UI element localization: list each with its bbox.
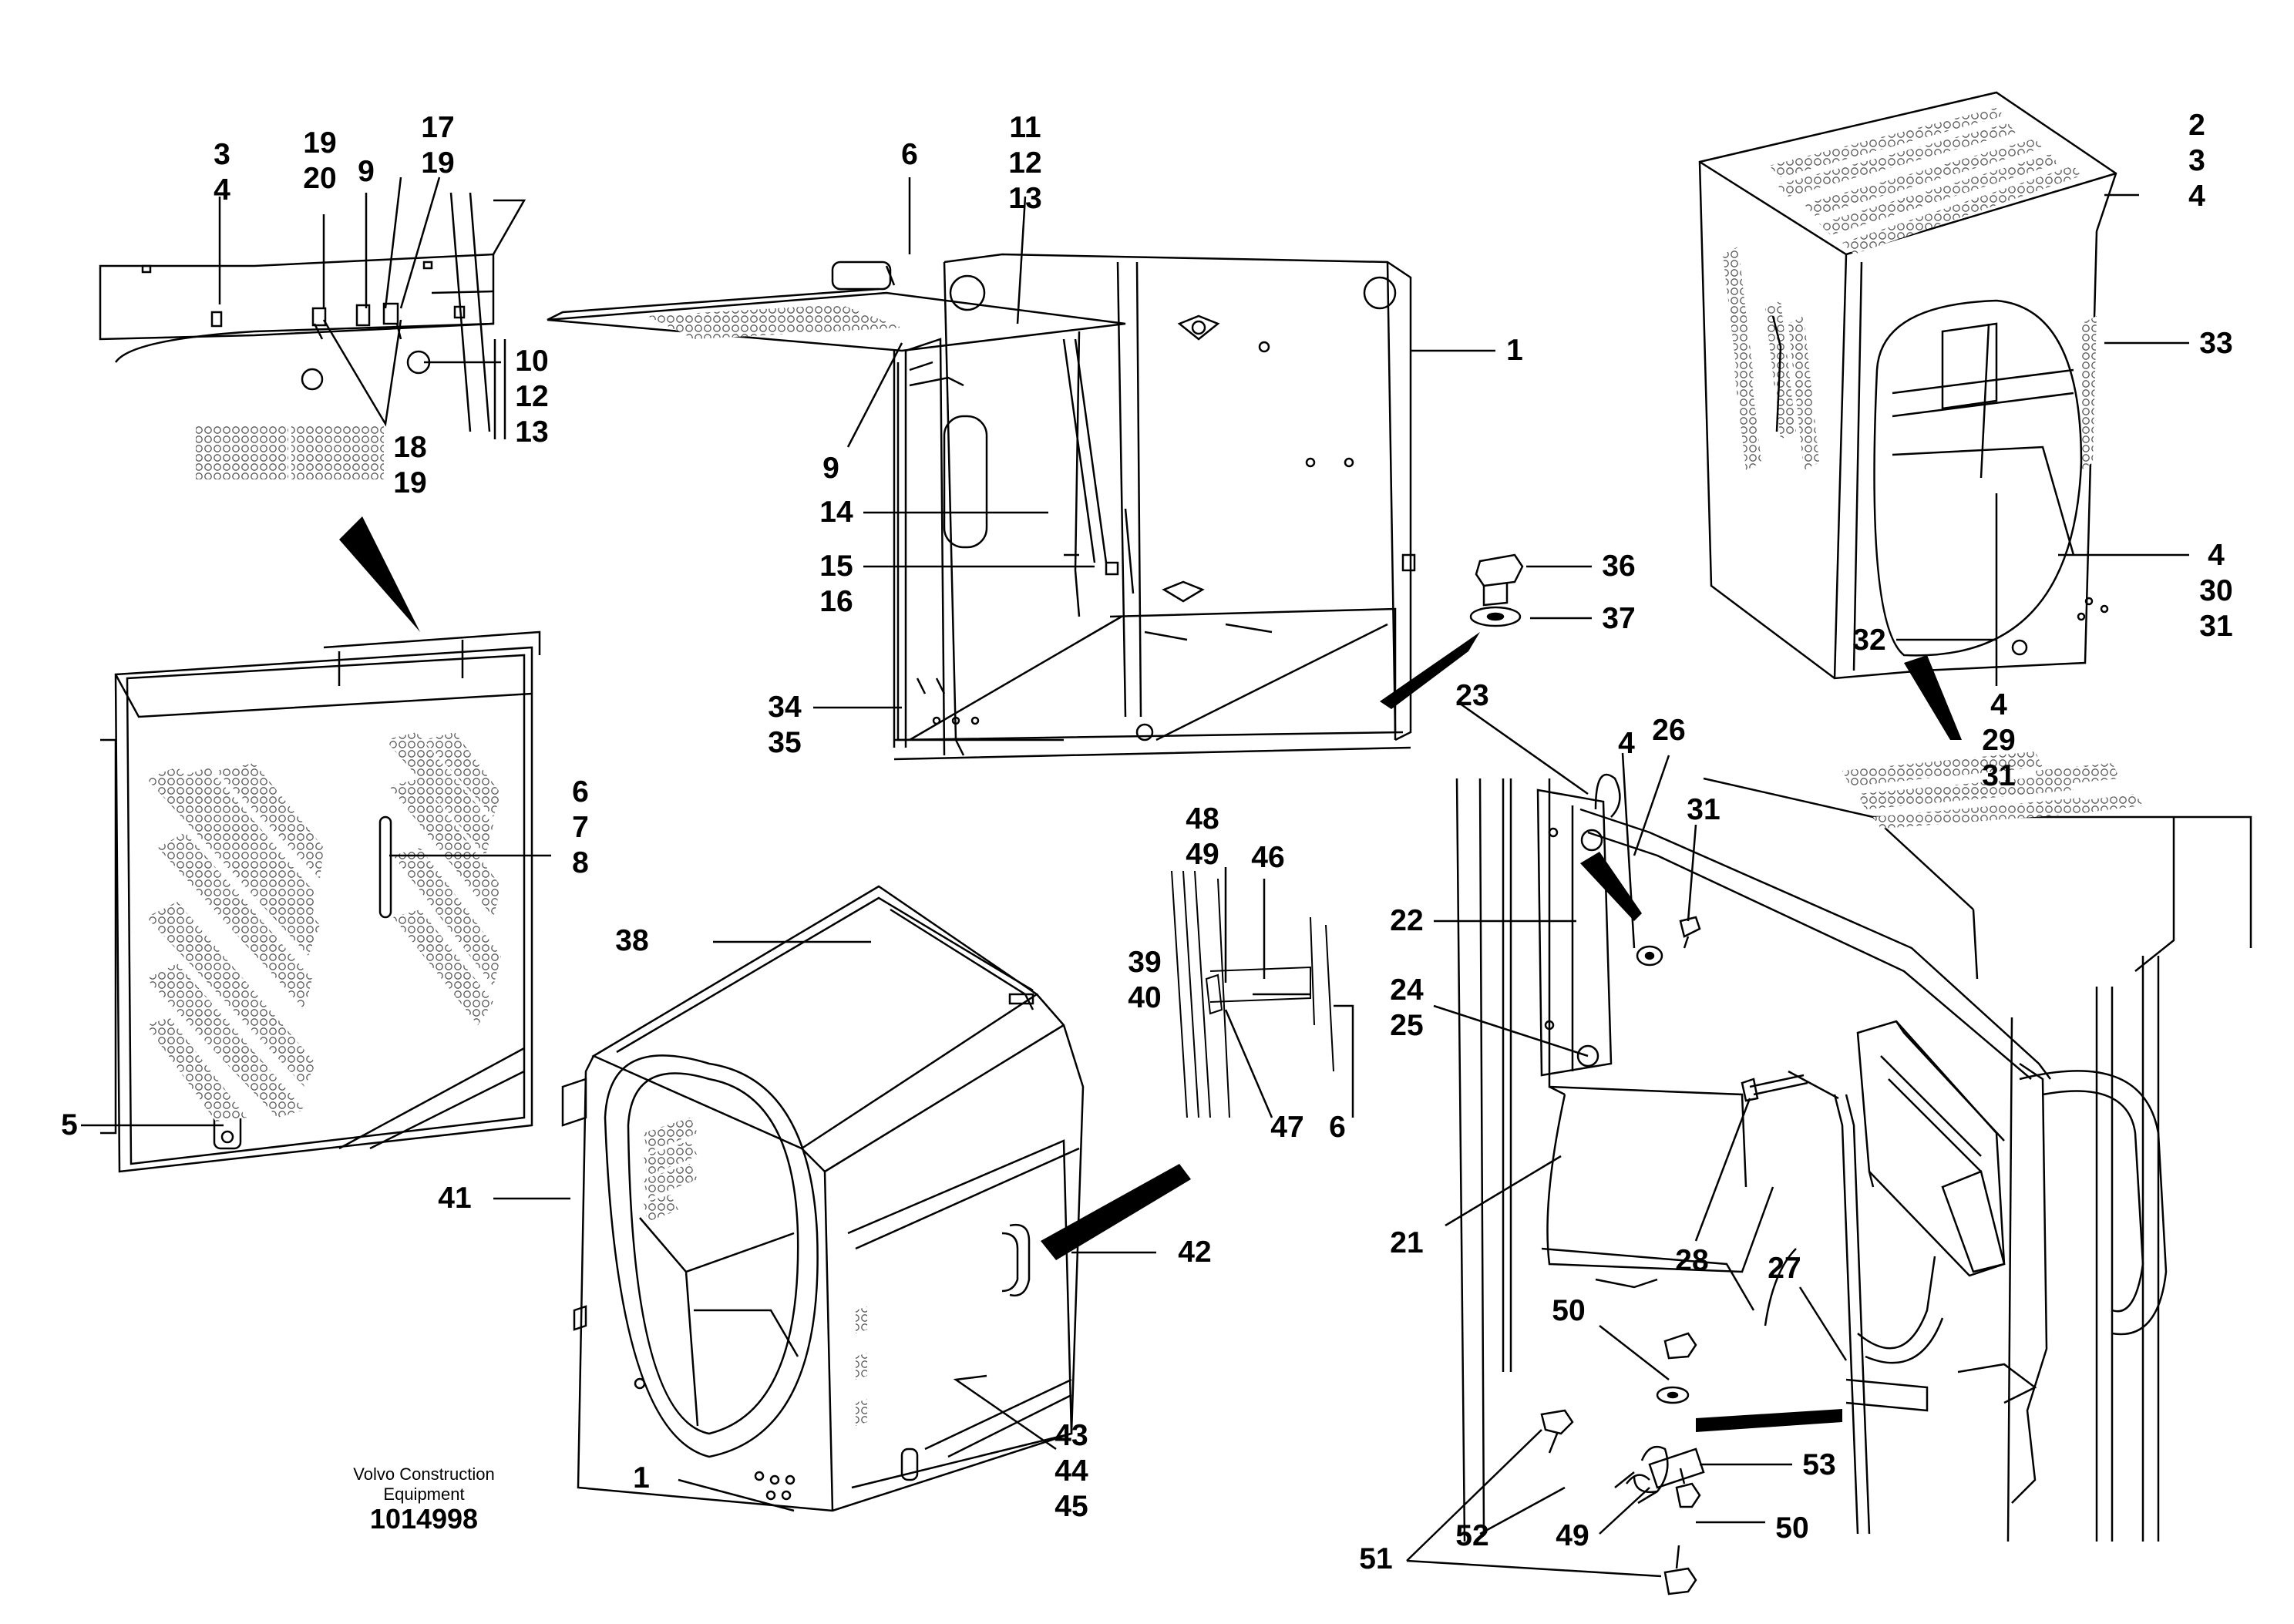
callout-27: 27 bbox=[1768, 1252, 1801, 1285]
callout-46: 46 bbox=[1251, 841, 1285, 874]
callout-9-frame: 9 bbox=[822, 452, 839, 485]
callout-3-4: 3 4 bbox=[214, 138, 230, 207]
callout-24-25: 24 25 bbox=[1390, 973, 1424, 1042]
battery-box-detail bbox=[1455, 751, 2252, 1542]
callout-6-edge: 6 bbox=[1329, 1111, 1346, 1144]
callout-4-29-31: 4 29 31 bbox=[1982, 688, 2016, 792]
callout-51: 51 bbox=[1359, 1542, 1393, 1575]
callout-52: 52 bbox=[1455, 1519, 1489, 1552]
callout-39-40: 39 40 bbox=[1128, 946, 1162, 1014]
callout-1-cowl: 1 bbox=[633, 1461, 650, 1495]
callout-48-49: 48 49 bbox=[1186, 802, 1219, 871]
callout-41: 41 bbox=[438, 1182, 472, 1215]
side-panel-assembly bbox=[100, 630, 541, 1173]
callout-10-12-13: 10 12 13 bbox=[515, 345, 549, 449]
callout-49-bracket: 49 bbox=[1556, 1519, 1589, 1552]
callout-21: 21 bbox=[1390, 1226, 1424, 1259]
callout-37: 37 bbox=[1602, 602, 1636, 635]
manufacturer-line-2: Equipment bbox=[383, 1484, 465, 1504]
cowl-assembly-top-right bbox=[1698, 91, 2117, 680]
callout-9-top-left: 9 bbox=[358, 155, 375, 188]
callout-18-19: 18 19 bbox=[393, 431, 427, 499]
pointer-wedges bbox=[339, 516, 1962, 1432]
callout-43-44-45: 43 44 45 bbox=[1054, 1419, 1088, 1523]
callout-4-30-31: 4 30 31 bbox=[2199, 539, 2233, 643]
cowl-assembly-bottom bbox=[561, 885, 1085, 1512]
callout-50-lower: 50 bbox=[1775, 1511, 1809, 1545]
callout-14: 14 bbox=[819, 496, 853, 529]
frame-with-open-hood bbox=[547, 253, 1416, 761]
callout-1-frame: 1 bbox=[1506, 334, 1523, 367]
callout-36: 36 bbox=[1602, 550, 1636, 583]
callout-38: 38 bbox=[615, 924, 649, 957]
door-edge-detail bbox=[1171, 870, 1334, 1118]
callout-11-12-13: 11 12 13 bbox=[1008, 111, 1042, 215]
manufacturer-line-1: Volvo Construction bbox=[353, 1464, 495, 1484]
callout-4-washer: 4 bbox=[1618, 727, 1635, 760]
callout-32: 32 bbox=[1852, 624, 1886, 657]
callout-22: 22 bbox=[1390, 904, 1424, 937]
callout-47: 47 bbox=[1270, 1111, 1304, 1144]
callout-50-upper: 50 bbox=[1552, 1294, 1586, 1327]
callout-28: 28 bbox=[1675, 1244, 1709, 1277]
callout-19-20: 19 20 bbox=[303, 126, 337, 195]
callout-17-19: 17 19 bbox=[421, 111, 455, 180]
callout-34-35: 34 35 bbox=[768, 691, 802, 759]
detail-hood-edge bbox=[99, 192, 526, 479]
drawing-number: 1014998 bbox=[369, 1503, 479, 1535]
callout-6-7-8: 6 7 8 bbox=[572, 775, 589, 879]
manufacturer-label: Volvo Construction Equipment bbox=[324, 1464, 524, 1505]
callout-42: 42 bbox=[1178, 1236, 1212, 1269]
leader-lines bbox=[81, 177, 2189, 1578]
callout-23: 23 bbox=[1455, 679, 1489, 712]
callout-31-bolt: 31 bbox=[1687, 793, 1720, 826]
callout-2-3-4: 2 3 4 bbox=[2188, 109, 2205, 213]
callout-53: 53 bbox=[1802, 1448, 1836, 1481]
callout-5: 5 bbox=[61, 1108, 78, 1142]
callout-26: 26 bbox=[1652, 714, 1686, 747]
bolt-and-washer bbox=[1469, 553, 1524, 627]
fastener-hardware bbox=[1540, 1332, 1705, 1595]
callout-15-16: 15 16 bbox=[819, 550, 853, 618]
callout-33: 33 bbox=[2199, 327, 2233, 360]
callout-6-hood: 6 bbox=[901, 138, 918, 171]
